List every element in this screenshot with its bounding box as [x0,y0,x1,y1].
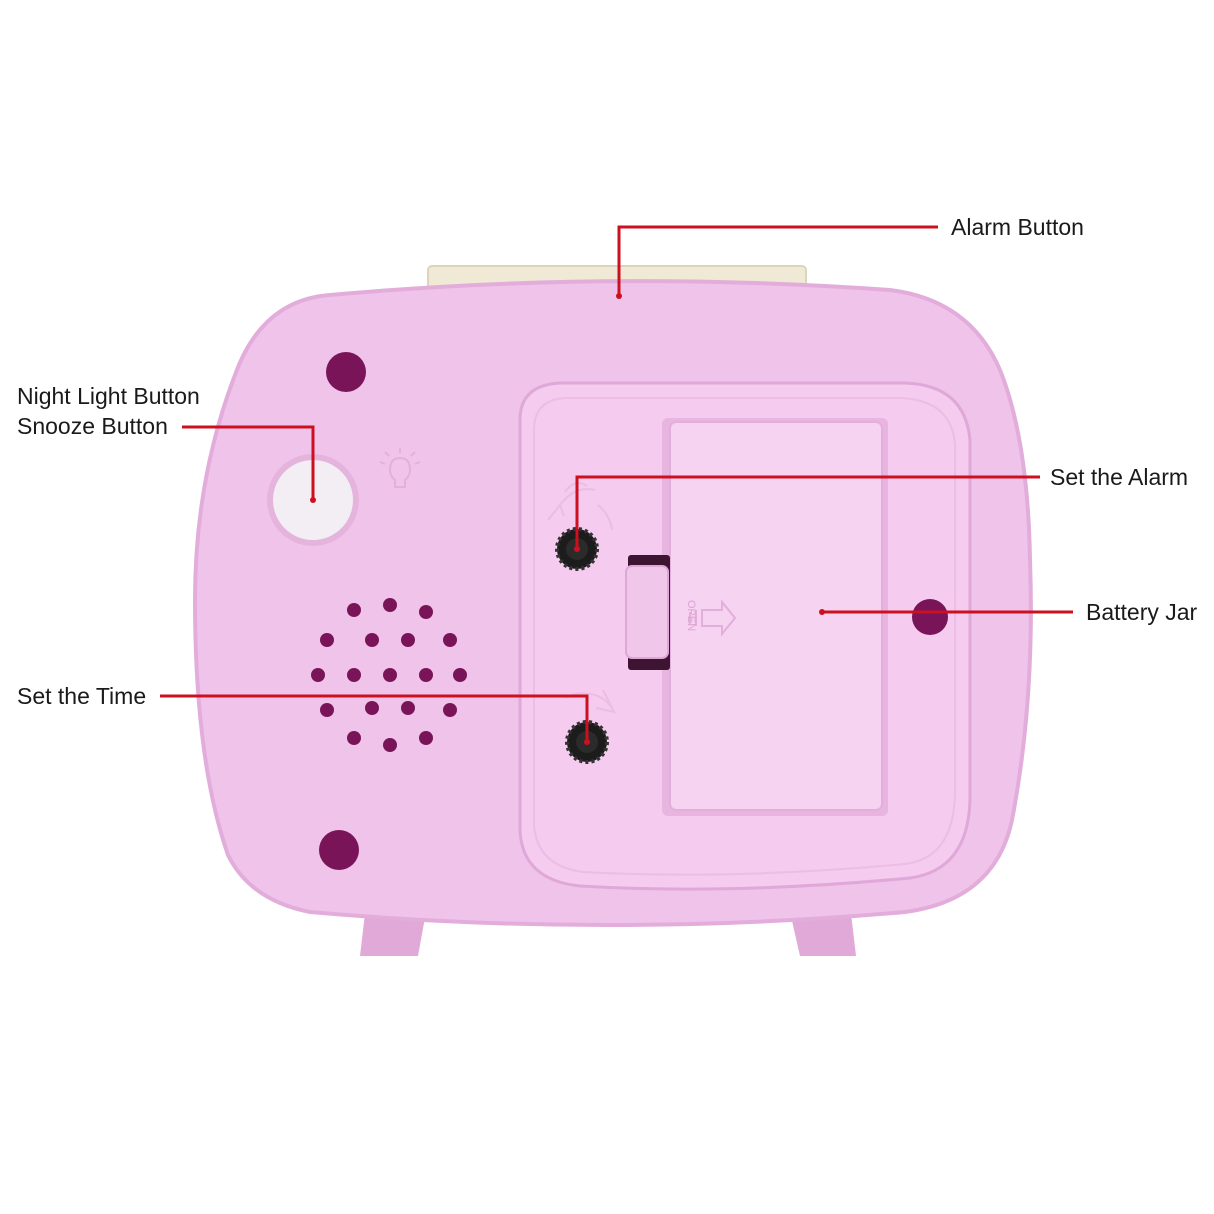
label-snooze-button: Snooze Button [17,413,168,439]
speaker-grille [311,598,467,752]
callout-line-set-alarm [575,475,1040,549]
callout-dots [310,293,825,745]
battery-latch-tab[interactable] [625,565,669,659]
label-alarm-button: Alarm Button [951,214,1084,240]
label-battery-jar: Battery Jar [1086,599,1198,625]
callout-lines [160,225,1073,742]
callout-line-snooze [182,425,315,500]
label-set-the-alarm: Set the Alarm [1050,464,1189,490]
light-bulb-icon [379,448,421,488]
callout-line-alarm-button [617,225,938,296]
battery-jar-hole [912,599,948,635]
label-set-the-time: Set the Time [17,683,147,709]
bottom-screw-hole [319,830,359,870]
open-arrow-icon [689,599,737,637]
top-screw-hole [326,352,366,392]
callout-line-set-time [160,694,589,742]
back-compartment-inner [533,397,956,876]
clock-body-edge [192,279,1033,927]
label-night-light-button: Night Light Button [17,383,200,409]
open-engraving: OPEN [685,600,697,631]
